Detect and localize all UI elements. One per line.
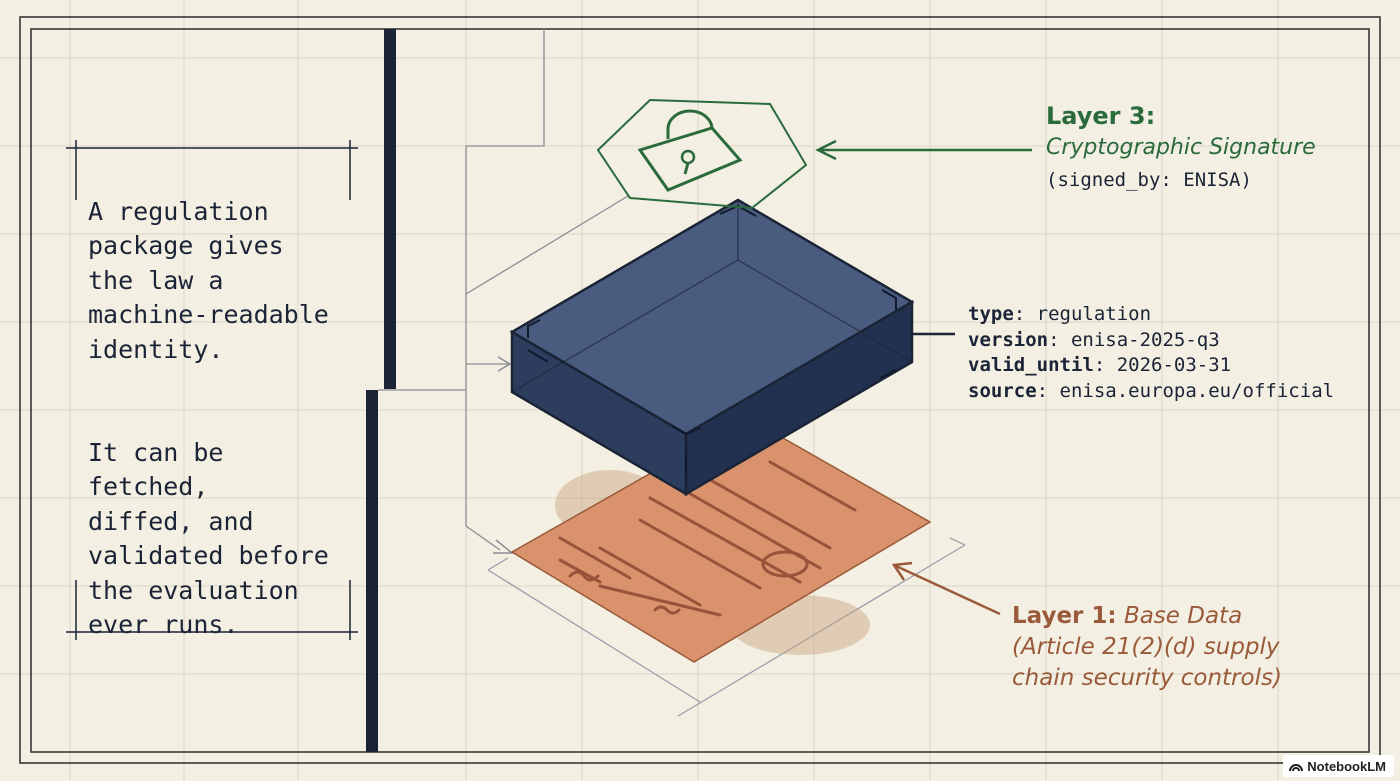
outer-frame bbox=[19, 16, 1381, 764]
metadata-sep: : bbox=[1093, 354, 1117, 376]
layer1-arrow bbox=[891, 561, 1001, 616]
divider-bar-lower bbox=[366, 390, 378, 752]
metadata-value: enisa-2025-q3 bbox=[1070, 328, 1220, 351]
caption-text: A regulation package gives the law a mac… bbox=[88, 160, 353, 677]
notebooklm-badge: NotebookLM bbox=[1283, 755, 1394, 777]
metadata-key: valid_until bbox=[968, 354, 1094, 376]
layer1-title: Layer 1: bbox=[1012, 603, 1117, 629]
caption-paragraph-2: It can be fetched, diffed, and validated… bbox=[88, 437, 329, 640]
layer3-subtitle: Cryptographic Signature bbox=[1046, 135, 1316, 160]
metadata-row-version: version: enisa-2025-q3 bbox=[968, 328, 1334, 354]
padlock-icon bbox=[596, 98, 808, 210]
metadata-sep: : bbox=[1048, 328, 1071, 351]
layer3-label: Layer 3: Cryptographic Signature (signed… bbox=[1046, 100, 1316, 196]
metadata-value: 2026-03-31 bbox=[1116, 354, 1232, 376]
layer3-detail: (signed_by: ENISA) bbox=[1046, 169, 1252, 191]
layer1-line-2: (Article 21(2)(d) supply bbox=[1012, 634, 1280, 660]
caption-brackets bbox=[66, 140, 358, 640]
layer1-label: Layer 1: Base Data (Article 21(2)(d) sup… bbox=[1012, 601, 1282, 694]
metadata-sep: : bbox=[1036, 379, 1060, 402]
metadata-value: regulation bbox=[1036, 303, 1152, 325]
badge-label: NotebookLM bbox=[1307, 758, 1386, 774]
layer1-line-3: chain security controls) bbox=[1012, 665, 1282, 691]
caption-paragraph-1: A regulation package gives the law a mac… bbox=[88, 196, 329, 364]
layer1-subtitle: Base Data bbox=[1123, 603, 1243, 629]
connector-arrowheads bbox=[493, 356, 515, 554]
inner-frame bbox=[30, 28, 1370, 753]
package-metadata: type: regulation version: enisa-2025-q3 … bbox=[968, 302, 1334, 404]
package-box bbox=[509, 198, 955, 497]
metadata-sep: : bbox=[1013, 303, 1037, 325]
metadata-row-type: type: regulation bbox=[968, 302, 1334, 328]
divider-bar-upper bbox=[384, 29, 396, 389]
layer3-arrow bbox=[815, 139, 1032, 161]
notebooklm-logo-icon bbox=[1289, 764, 1304, 771]
metadata-key: version bbox=[968, 328, 1049, 351]
paper-guides bbox=[487, 537, 966, 717]
metadata-row-valid-until: valid_until: 2026-03-31 bbox=[968, 353, 1334, 379]
connector-lines bbox=[378, 29, 629, 551]
metadata-key: type bbox=[968, 303, 1014, 325]
metadata-key: source bbox=[968, 379, 1037, 402]
metadata-value: enisa.europa.eu/official bbox=[1059, 379, 1335, 402]
metadata-row-source: source: enisa.europa.eu/official bbox=[968, 379, 1334, 405]
layer3-title: Layer 3: bbox=[1046, 102, 1156, 130]
